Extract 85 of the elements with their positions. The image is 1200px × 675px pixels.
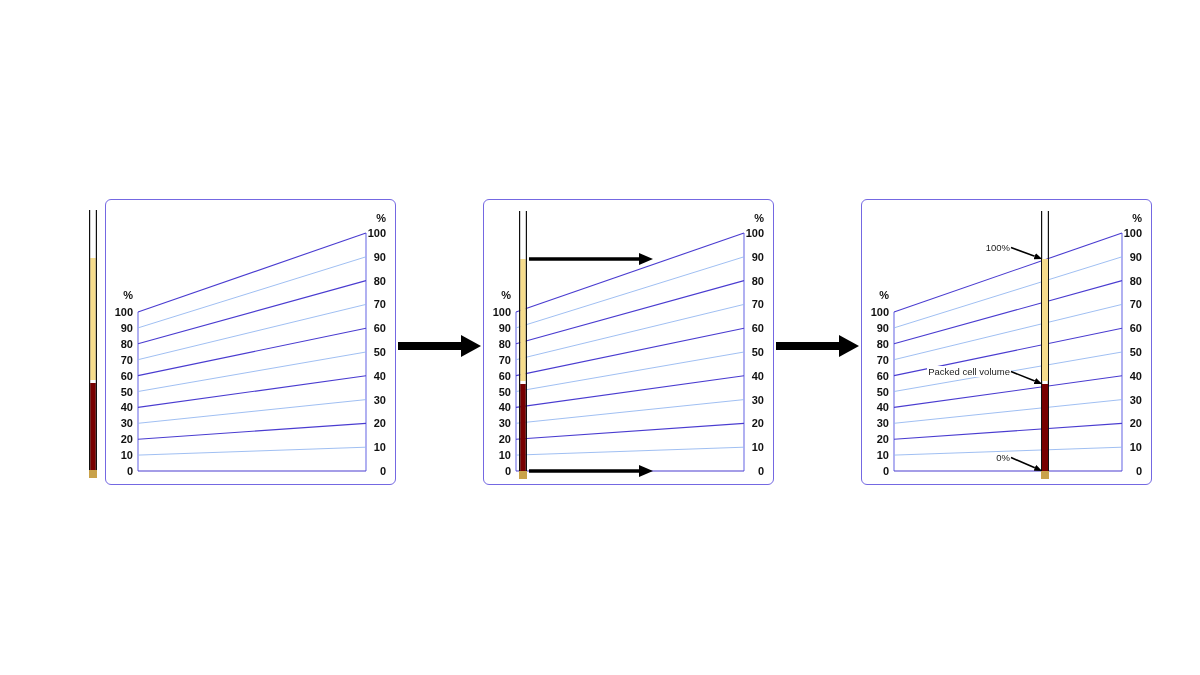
scale-number: 10 (120, 449, 133, 462)
unit-label: % (376, 212, 386, 224)
scale-number: 90 (1129, 250, 1142, 263)
scale-number: 70 (876, 353, 889, 366)
unit-label: % (123, 289, 133, 301)
scale-number: 90 (751, 250, 764, 263)
scale-number: 100 (745, 227, 764, 239)
scale-number: 20 (1129, 417, 1142, 430)
scale-number: 100 (492, 306, 511, 318)
unit-label: % (501, 289, 511, 301)
scale-number: 30 (373, 393, 386, 406)
scale-number: 60 (120, 369, 133, 382)
scale-number: 10 (498, 449, 511, 462)
scale-number: 30 (498, 417, 511, 430)
scale-number: 10 (373, 441, 386, 454)
scale-number: 20 (876, 433, 889, 446)
scale-number: 30 (876, 417, 889, 430)
scale-number: 30 (1129, 393, 1142, 406)
scale-number: 0 (126, 465, 133, 477)
chart-panel (483, 199, 774, 485)
scale-number: 20 (120, 433, 133, 446)
scale-number: 80 (498, 337, 511, 350)
scale-number: 80 (120, 337, 133, 350)
scale-number: 50 (876, 385, 889, 398)
scale-number: 30 (751, 393, 764, 406)
scale-number: 50 (1129, 346, 1142, 358)
scale-number: 40 (876, 401, 889, 414)
scale-number: 60 (751, 322, 764, 335)
scale-number: 40 (373, 369, 386, 382)
plasma-column (1042, 259, 1048, 381)
scale-number: 80 (373, 274, 386, 287)
scale-number: 70 (498, 353, 511, 366)
scale-number: 90 (498, 321, 511, 334)
callout-label: 100% (984, 242, 1011, 253)
scale-number: 0 (882, 465, 889, 477)
scale-number: 90 (120, 321, 133, 334)
scale-number: 40 (120, 401, 133, 414)
scale-number: 30 (120, 417, 133, 430)
scale-number: 50 (373, 346, 386, 358)
scale-number: 10 (1129, 441, 1142, 454)
scale-number: 100 (114, 306, 133, 318)
scale-number: 60 (498, 369, 511, 382)
scale-number: 20 (498, 433, 511, 446)
scale-number: 70 (373, 298, 386, 311)
scale-number: 60 (1129, 322, 1142, 335)
leader-line (1010, 246, 1043, 260)
unit-label: % (879, 289, 889, 301)
scale-number: 80 (1129, 274, 1142, 287)
chart-panel (861, 199, 1152, 485)
scale-number: 40 (498, 401, 511, 414)
leader-line (1010, 370, 1043, 384)
scale-number: 60 (876, 369, 889, 382)
scale-number: 100 (870, 306, 889, 318)
scale-number: 50 (120, 385, 133, 398)
unit-label: % (754, 212, 764, 224)
scale-number: 0 (379, 465, 386, 477)
scale-number: 20 (373, 417, 386, 430)
scale-number: 40 (751, 369, 764, 382)
scale-number: 80 (876, 337, 889, 350)
scale-number: 10 (751, 441, 764, 454)
scale-number: 0 (504, 465, 511, 477)
scale-number: 70 (751, 298, 764, 311)
scale-number: 100 (367, 227, 386, 239)
process-arrow (398, 335, 481, 357)
scale-number: 90 (373, 250, 386, 263)
scale-number: 10 (876, 449, 889, 462)
scale-number: 90 (876, 321, 889, 334)
packed-cell-column (1042, 384, 1048, 471)
chart-panel (105, 199, 396, 485)
process-arrow (776, 335, 859, 357)
scale-number: 80 (751, 274, 764, 287)
scale-number: 40 (1129, 369, 1142, 382)
leader-line (1010, 456, 1043, 471)
scale-number: 20 (751, 417, 764, 430)
scale-number: 70 (120, 353, 133, 366)
scale-number: 60 (373, 322, 386, 335)
scale-number: 0 (1135, 465, 1142, 477)
callout-label: 0% (995, 452, 1011, 463)
scale-number: 0 (757, 465, 764, 477)
callout-label: Packed cell volume (927, 366, 1011, 377)
scale-number: 50 (751, 346, 764, 358)
scale-number: 70 (1129, 298, 1142, 311)
unit-label: % (1132, 212, 1142, 224)
scale-number: 50 (498, 385, 511, 398)
scale-number: 100 (1123, 227, 1142, 239)
